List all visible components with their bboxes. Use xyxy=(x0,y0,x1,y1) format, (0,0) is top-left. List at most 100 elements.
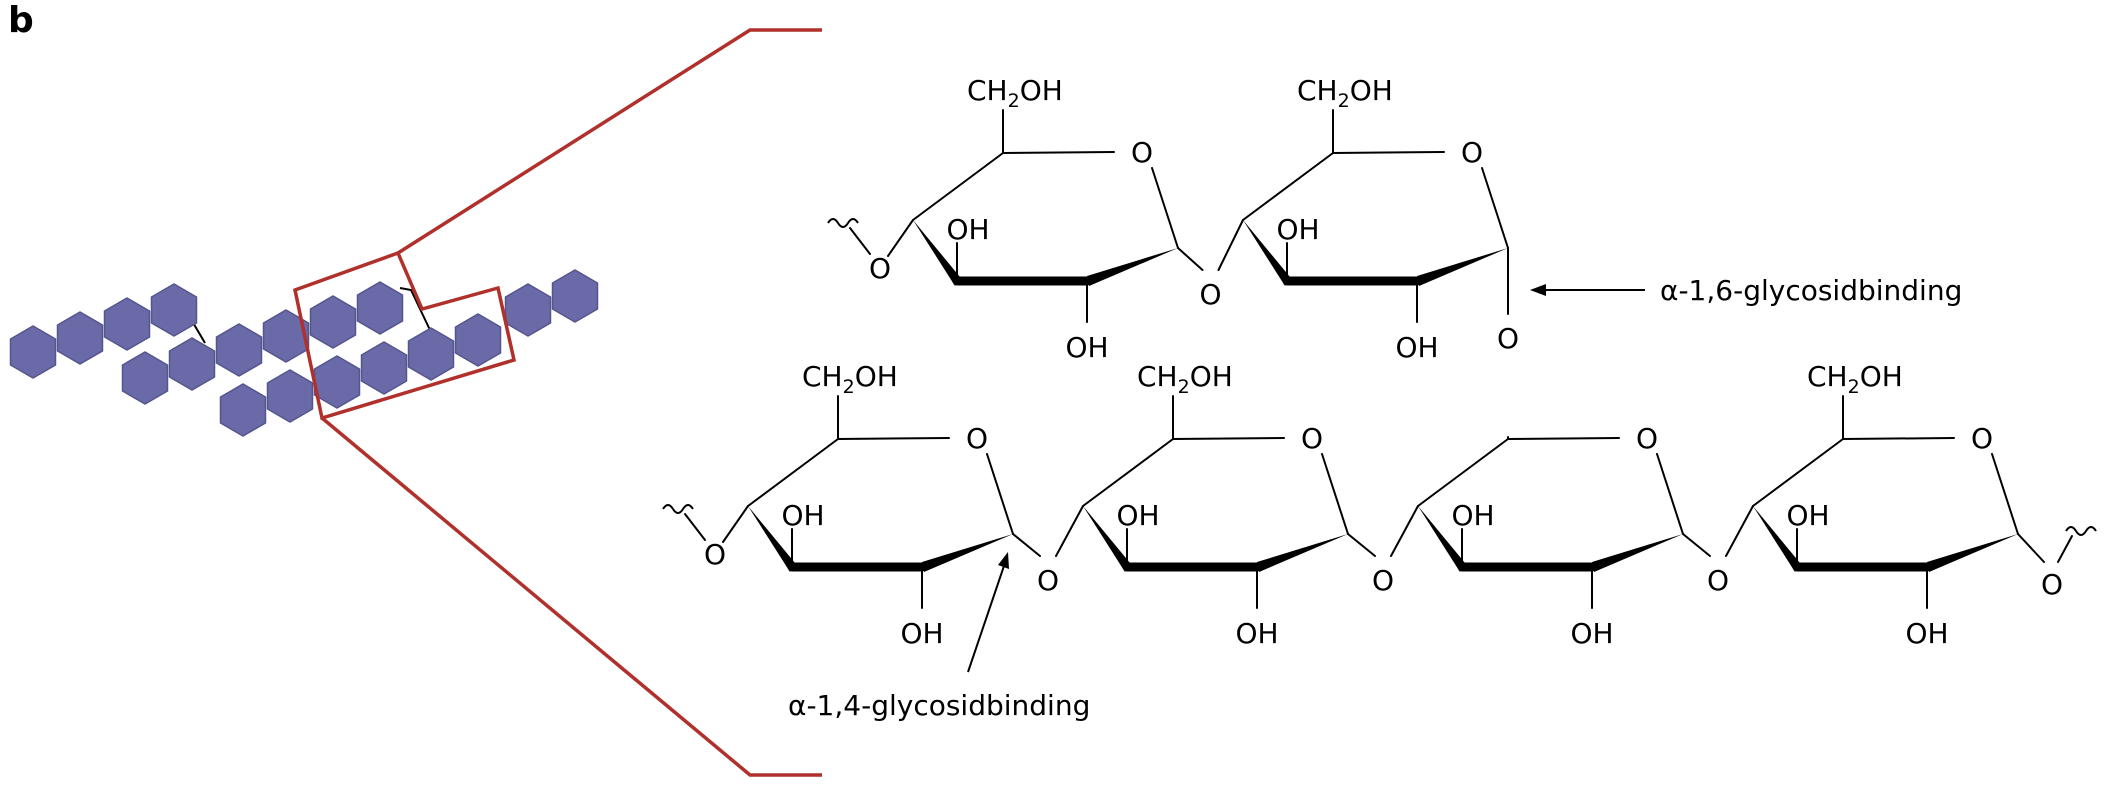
hydroxyl-label: OH xyxy=(946,213,989,246)
bond xyxy=(722,505,749,543)
alpha-1-4-label: α-1,4-glycosidbinding xyxy=(788,689,1090,722)
alpha-1-4-arrowhead xyxy=(998,552,1009,569)
glucose-hexagon xyxy=(262,309,310,363)
glucose-hexagon xyxy=(454,313,502,367)
bond xyxy=(1507,437,1620,440)
branch-connector xyxy=(399,287,431,331)
glucose-hexagon xyxy=(504,283,552,337)
bond xyxy=(1417,438,1509,507)
bond xyxy=(912,152,1004,221)
wedge-bond xyxy=(748,506,795,572)
bond xyxy=(2057,535,2073,563)
ch2oh-label: CH2OH xyxy=(1807,360,1903,398)
bridge-oxygen: O xyxy=(1707,564,1729,597)
bridge-oxygen: O xyxy=(2041,568,2063,601)
bond xyxy=(1481,167,1509,249)
bond xyxy=(1177,247,1204,271)
bond xyxy=(1842,437,1955,440)
bond xyxy=(1725,505,1754,557)
bridge-oxygen: O xyxy=(1372,564,1394,597)
wedge-bond xyxy=(1087,248,1178,286)
wedge-bond xyxy=(1257,534,1348,572)
glucose-hexagon xyxy=(168,337,216,391)
hydroxyl-label: OH xyxy=(1451,499,1494,532)
wedge-bond xyxy=(1243,220,1290,286)
bond xyxy=(1082,438,1174,507)
ring-oxygen: O xyxy=(966,422,988,455)
wedge-bond xyxy=(922,534,1013,572)
bond xyxy=(1332,151,1445,154)
glucose-hexagon xyxy=(56,311,104,365)
hydroxyl-label: OH xyxy=(1065,331,1108,364)
bond xyxy=(1151,167,1179,249)
ch2oh-label: CH2OH xyxy=(802,360,898,398)
zoom-line-top xyxy=(397,28,822,255)
ring-oxygen: O xyxy=(1636,422,1658,455)
glucose-hexagon xyxy=(313,355,361,409)
bond xyxy=(849,227,871,255)
bond xyxy=(1347,533,1376,557)
bond xyxy=(1002,151,1115,154)
bond xyxy=(837,437,950,440)
glucose-hexagon xyxy=(551,269,599,323)
bridge-oxygen: O xyxy=(1199,278,1221,311)
bond xyxy=(1217,219,1244,271)
hydroxyl-label: OH xyxy=(1395,331,1438,364)
alpha-1-6-arrowhead xyxy=(1530,284,1546,296)
bond xyxy=(1991,453,2019,535)
ring-oxygen: O xyxy=(1461,136,1483,169)
chemical-structure: O CH2OH OH OH O CH2OH OH OH O CH2OH OH OH O CH2OH OH OH… xyxy=(662,74,2097,650)
bond xyxy=(1656,453,1684,535)
hydroxyl-label: OH xyxy=(781,499,824,532)
mask xyxy=(1468,349,1618,437)
ch2oh-label: CH2OH xyxy=(1297,74,1393,112)
zoom-indicator xyxy=(292,28,822,777)
bridge-oxygen: O xyxy=(1497,322,1519,355)
hydroxyl-label: OH xyxy=(1786,499,1829,532)
bond xyxy=(1012,533,1041,557)
wedge-bond xyxy=(1418,506,1465,572)
glucose-hexagon xyxy=(266,369,314,423)
alpha-1-4-annotation: α-1,4-glycosidbinding xyxy=(788,552,1090,722)
glycogen-chain-schematic xyxy=(9,269,599,437)
wedge-bond xyxy=(1753,506,1800,572)
wedge-bond xyxy=(1083,506,1130,572)
bond xyxy=(1242,152,1334,221)
bond xyxy=(1752,438,1844,507)
bond xyxy=(2017,533,2045,563)
bridge-oxygen: O xyxy=(1037,564,1059,597)
chain-continuation xyxy=(2065,526,2097,536)
bond xyxy=(1172,437,1285,440)
ch2oh-label: CH2OH xyxy=(967,74,1063,112)
glucose-hexagon xyxy=(150,283,198,337)
zoom-line-bottom xyxy=(320,416,822,777)
glucose-hexagon xyxy=(219,383,267,437)
bond xyxy=(1321,453,1349,535)
glucose-hexagon xyxy=(407,327,455,381)
alpha-1-6-label: α-1,6-glycosidbinding xyxy=(1660,274,1962,307)
hydroxyl-label: OH xyxy=(1276,213,1319,246)
wedge-bond xyxy=(1927,534,2018,572)
glucose-hexagon xyxy=(9,325,57,379)
glucose-hexagon xyxy=(121,351,169,405)
ring-oxygen: O xyxy=(1131,136,1153,169)
bond xyxy=(684,513,706,541)
ring-oxygen: O xyxy=(1971,422,1993,455)
hydroxyl-label: OH xyxy=(900,617,943,650)
alpha-1-4-arrow-line xyxy=(967,559,1007,673)
ch2oh-label: CH2OH xyxy=(1137,360,1233,398)
bond xyxy=(986,453,1014,535)
glucose-hexagon xyxy=(215,323,263,377)
ring-oxygen: O xyxy=(1301,422,1323,455)
panel-letter: b xyxy=(8,0,34,41)
bond xyxy=(1055,505,1084,557)
bond xyxy=(1682,533,1711,557)
hydroxyl-label: OH xyxy=(1570,617,1613,650)
glucose-hexagon xyxy=(356,281,404,335)
chain-continuation xyxy=(827,218,859,228)
hydroxyl-label: OH xyxy=(1235,617,1278,650)
bridge-oxygen: O xyxy=(704,538,726,571)
bond xyxy=(887,219,914,257)
glucose-hexagon xyxy=(360,341,408,395)
